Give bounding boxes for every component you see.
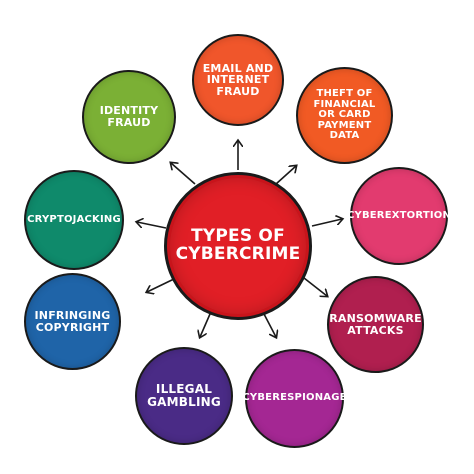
node-label: IDENTITY FRAUD (99, 104, 159, 129)
arrow-to-identity (171, 163, 196, 185)
center-label: TYPES OF CYBERCRIME (175, 226, 301, 264)
node-label: ILLEGAL GAMBLING (147, 382, 221, 409)
node-illegal-gambling: ILLEGAL GAMBLING (135, 347, 233, 445)
node-infringing-copyright: INFRINGING COPYRIGHT (24, 273, 121, 370)
node-cyberespionage: CYBERESPIONAGE (242, 349, 346, 448)
node-identity-fraud: IDENTITY FRAUD (82, 70, 176, 164)
node-email-internet-fraud: EMAIL AND INTERNET FRAUD (192, 34, 284, 126)
node-label: CRYPTOJACKING (27, 213, 121, 225)
node-label: RANSOMWARE ATTACKS (329, 311, 422, 337)
node-label: THEFT OF FINANCIAL OR CARD PAYMENT DATA (313, 88, 376, 142)
arrow-to-ransom (303, 277, 327, 296)
arrow-to-espion (263, 313, 276, 337)
node-cyberextortion: CYBEREXTORTION (347, 167, 451, 265)
node-label: CYBEREXTORTION (346, 209, 452, 221)
arrow-to-theft (275, 166, 296, 185)
node-label: CYBERESPIONAGE (242, 392, 347, 404)
arrow-to-gambling (200, 313, 211, 337)
arrow-to-copy (147, 277, 177, 292)
arrow-to-cyberext (311, 219, 342, 227)
node-theft-financial-data: THEFT OF FINANCIAL OR CARD PAYMENT DATA (296, 67, 393, 164)
center-node-types-of-cybercrime: TYPES OF CYBERCRIME (164, 172, 312, 320)
node-ransomware-attacks: RANSOMWARE ATTACKS (327, 276, 424, 373)
arrow-to-crypto (137, 222, 167, 229)
node-label: INFRINGING COPYRIGHT (34, 308, 111, 334)
node-label: EMAIL AND INTERNET FRAUD (202, 61, 274, 98)
node-cryptojacking: CRYPTOJACKING (24, 170, 124, 270)
